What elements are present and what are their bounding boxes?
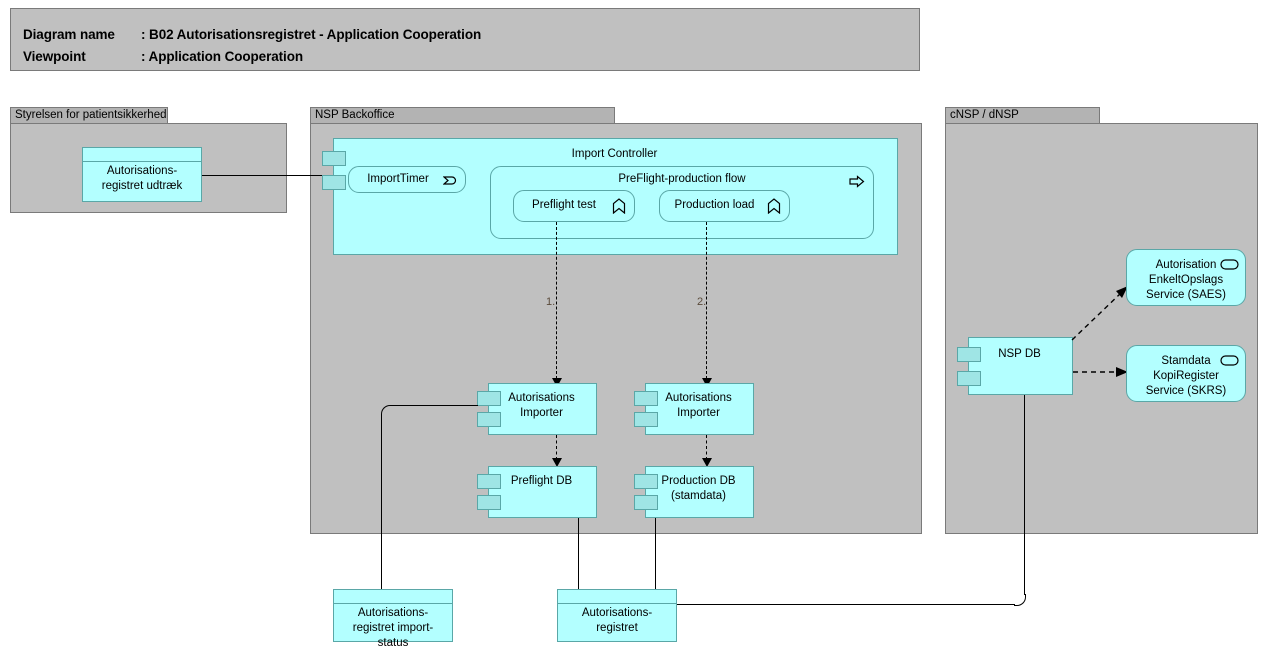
group-cnsp-dnsp[interactable]: cNSP / dNSP: [945, 107, 1258, 534]
autorisationsregistret-label: Autorisations- registret: [581, 607, 653, 634]
importer-right-tab-upper: [634, 391, 658, 406]
data-object-autorisationsregistret-import-status[interactable]: Autorisations- registret import- status: [333, 589, 453, 649]
viewpoint-label: Viewpoint: [23, 49, 86, 64]
production-db-label: Production DB (stamdata): [661, 475, 736, 502]
import-controller-tab-upper: [322, 151, 346, 166]
diagram-name-value: : B02 Autorisationsregistret - Applicati…: [141, 27, 482, 42]
importer-right-tab-lower: [634, 412, 658, 427]
import-controller-label: Import Controller: [571, 148, 658, 160]
application-component-autorisations-importer-right[interactable]: Autorisations Importer: [634, 383, 754, 435]
group-label-styrelsen: Styrelsen for patientsikkerhed: [10, 107, 168, 124]
application-event-import-timer[interactable]: ImportTimer: [348, 166, 466, 193]
diagram-name-label: Diagram name: [23, 27, 115, 42]
importer-right-label: Autorisations Importer: [665, 392, 732, 419]
nsp-db-label: NSP DB: [998, 348, 1041, 360]
production-db-tab-upper: [634, 474, 658, 489]
group-label-nsp-backoffice: NSP Backoffice: [310, 107, 615, 124]
importer-left-tab-lower: [477, 412, 501, 427]
nsp-db-tab-lower: [957, 371, 981, 386]
saes-label: Autorisation EnkeltOpslags Service (SAES…: [1146, 259, 1226, 301]
connector-nsp-db-to-autorisationsregistret-horizontal: [677, 604, 1015, 605]
connector-preflight-db-to-autorisationsregistret: [578, 518, 579, 589]
importer-left-tab-upper: [477, 391, 501, 406]
application-service-icon: [1220, 257, 1239, 275]
connector-importer-left-to-import-status-horizontal: [390, 405, 478, 406]
connector-production-db-to-autorisationsregistret: [655, 518, 656, 589]
application-function-preflight-test[interactable]: Preflight test: [513, 190, 635, 222]
connector-udtraek-to-import-controller: [202, 175, 336, 176]
production-load-label: Production load: [674, 199, 755, 211]
group-label-cnsp-dnsp: cNSP / dNSP: [945, 107, 1100, 124]
flow-connector-1: [556, 222, 557, 379]
import-controller-tab-lower: [322, 175, 346, 190]
preflight-test-label: Preflight test: [532, 199, 596, 211]
application-component-autorisations-importer-left[interactable]: Autorisations Importer: [477, 383, 597, 435]
preflight-db-tab-upper: [477, 474, 501, 489]
data-object-autorisationsregistret-udtraek[interactable]: Autorisations- registret udtræk: [82, 147, 202, 202]
import-status-label: Autorisations- registret import- status: [352, 607, 434, 649]
group-body-cnsp-dnsp: [945, 123, 1258, 534]
flow-arrowhead-1: [552, 378, 562, 387]
skrs-label: Stamdata KopiRegister Service (SKRS): [1145, 355, 1227, 397]
importer-left-label: Autorisations Importer: [508, 392, 575, 419]
application-process-icon: [849, 175, 865, 193]
importer-left-body: [488, 383, 597, 435]
flow-arrowhead-2: [702, 378, 712, 387]
connector-importer-left-to-import-status-vertical: [381, 414, 382, 589]
viewpoint-value: : Application Cooperation: [141, 49, 303, 64]
production-db-tab-lower: [634, 495, 658, 510]
application-service-saes[interactable]: Autorisation EnkeltOpslags Service (SAES…: [1126, 249, 1246, 306]
arrowhead-importer-left-to-preflight-db: [552, 458, 562, 467]
application-event-icon: [442, 174, 459, 192]
connector-elbow-importer-left: [381, 405, 392, 416]
preflight-db-body: [488, 466, 597, 518]
data-object-header-bar: [334, 590, 452, 604]
connector-nsp-db-to-saes: [1071, 286, 1128, 341]
application-component-preflight-db[interactable]: Preflight DB: [477, 466, 597, 518]
connector-elbow-nsp-db: [1014, 594, 1026, 606]
data-object-header-bar: [558, 590, 676, 604]
data-object-header-bar: [83, 148, 201, 162]
diagram-name-row: Diagram name : B02 Autorisationsregistret…: [23, 27, 481, 42]
application-process-preflight-production-flow[interactable]: PreFlight-production flow: [490, 166, 874, 239]
arrowhead-importer-right-to-production-db: [702, 458, 712, 467]
flow-label-2: 2.: [697, 296, 707, 308]
flow-connector-2: [706, 222, 707, 379]
connector-nsp-db-to-skrs: [1073, 367, 1128, 377]
application-component-production-db[interactable]: Production DB (stamdata): [634, 466, 754, 518]
preflight-db-tab-lower: [477, 495, 501, 510]
application-service-skrs[interactable]: Stamdata KopiRegister Service (SKRS): [1126, 345, 1246, 402]
connector-importer-right-to-production-db: [706, 435, 707, 460]
flow-label-1: 1.: [546, 296, 556, 308]
nsp-db-tab-upper: [957, 347, 981, 362]
diagram-title-block: Diagram name : B02 Autorisationsregistret…: [10, 8, 920, 71]
data-object-label-udtraek: Autorisations- registret udtræk: [101, 165, 183, 192]
application-function-icon: [612, 198, 626, 219]
connector-nsp-db-to-autorisationsregistret-vertical: [1024, 395, 1025, 595]
data-object-autorisationsregistret[interactable]: Autorisations- registret: [557, 589, 677, 642]
connector-importer-left-to-preflight-db: [556, 435, 557, 460]
production-db-body: [645, 466, 754, 518]
preflight-db-label: Preflight DB: [510, 475, 573, 487]
application-component-nsp-db[interactable]: NSP DB: [957, 337, 1073, 395]
application-function-icon: [767, 198, 781, 219]
preflight-production-flow-label: PreFlight-production flow: [618, 173, 746, 185]
nsp-db-body: [968, 337, 1073, 395]
importer-right-body: [645, 383, 754, 435]
application-service-icon: [1220, 353, 1239, 371]
viewpoint-row: Viewpoint : Application Cooperation: [23, 49, 303, 64]
import-timer-label: ImportTimer: [367, 173, 429, 185]
application-function-production-load[interactable]: Production load: [659, 190, 790, 222]
